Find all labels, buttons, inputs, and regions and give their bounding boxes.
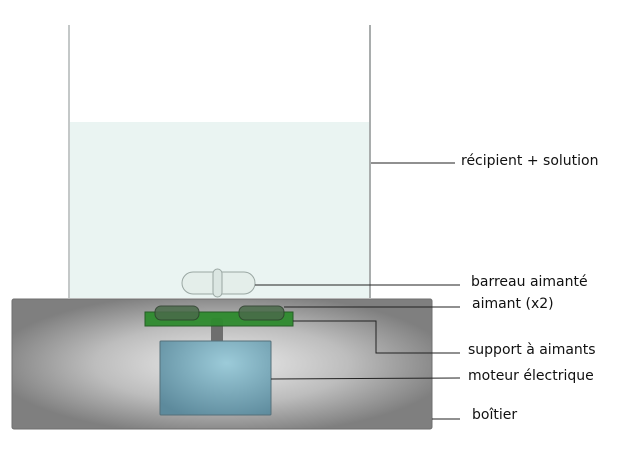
- label-container: récipient + solution: [461, 153, 599, 169]
- label-stir-bar: barreau aimanté: [471, 274, 588, 290]
- magnet-left: [154, 305, 200, 321]
- solution: [69, 122, 370, 298]
- label-magnets: aimant (x2): [472, 296, 554, 312]
- leader-support: [293, 320, 460, 354]
- leader-motor: [270, 377, 461, 380]
- label-motor: moteur électrique: [468, 368, 594, 384]
- leader-lines: [255, 162, 461, 420]
- stir-bar: [181, 268, 256, 298]
- magnet-right: [238, 305, 285, 321]
- label-housing: boîtier: [472, 407, 518, 423]
- container: [68, 25, 371, 298]
- motor: [159, 340, 272, 416]
- label-magnet-support: support à aimants: [468, 342, 596, 358]
